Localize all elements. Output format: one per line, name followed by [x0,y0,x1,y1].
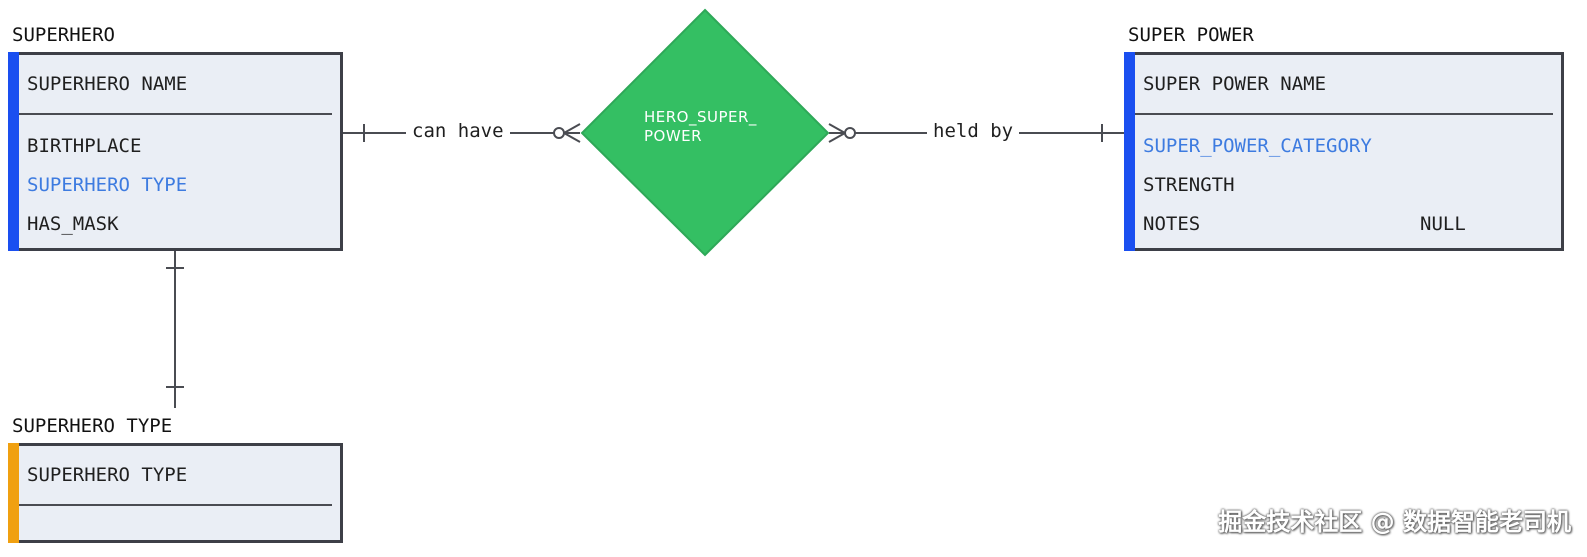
primary-key: SUPER POWER NAME [1143,73,1327,95]
super-power-entity[interactable]: SUPER POWER NAME SUPER_POWER_CATEGORY ST… [1124,52,1564,251]
superhero-type-entity-title: SUPERHERO TYPE [12,415,173,437]
primary-key: SUPERHERO TYPE [27,464,188,486]
attribute: NOTES [1143,213,1201,235]
foreign-key-attribute: SUPERHERO TYPE [27,174,188,196]
primary-key: SUPERHERO NAME [27,73,188,95]
attribute: HAS_MASK [27,213,119,235]
key-divider [1135,113,1553,115]
attribute-null-marker: NULL [1420,213,1466,235]
superhero-entity-title: SUPERHERO [12,24,115,46]
superhero-type-entity[interactable]: SUPERHERO TYPE [8,443,343,543]
relationship-name: HERO_SUPER_ POWER [644,108,757,146]
relationship-diamond [580,8,830,257]
super-power-entity-title: SUPER POWER [1128,24,1254,46]
relationship-name-line2: POWER [644,127,703,145]
attribute: STRENGTH [1143,174,1235,196]
key-divider [19,113,332,115]
relationship-name-line1: HERO_SUPER_ [644,108,757,126]
watermark: 掘金技术社区 @ 数据智能老司机 [1218,508,1571,536]
superhero-entity[interactable]: SUPERHERO NAME BIRTHPLACE SUPERHERO TYPE… [8,52,343,251]
left-relationship-label: can have [406,120,510,142]
attribute: BIRTHPLACE [27,135,142,157]
key-divider [19,504,332,506]
entity-accent-bar [1124,52,1135,251]
entity-accent-bar [8,443,19,543]
right-relationship-label: held by [927,120,1020,142]
foreign-key-attribute: SUPER_POWER_CATEGORY [1143,135,1372,157]
entity-accent-bar [8,52,19,251]
